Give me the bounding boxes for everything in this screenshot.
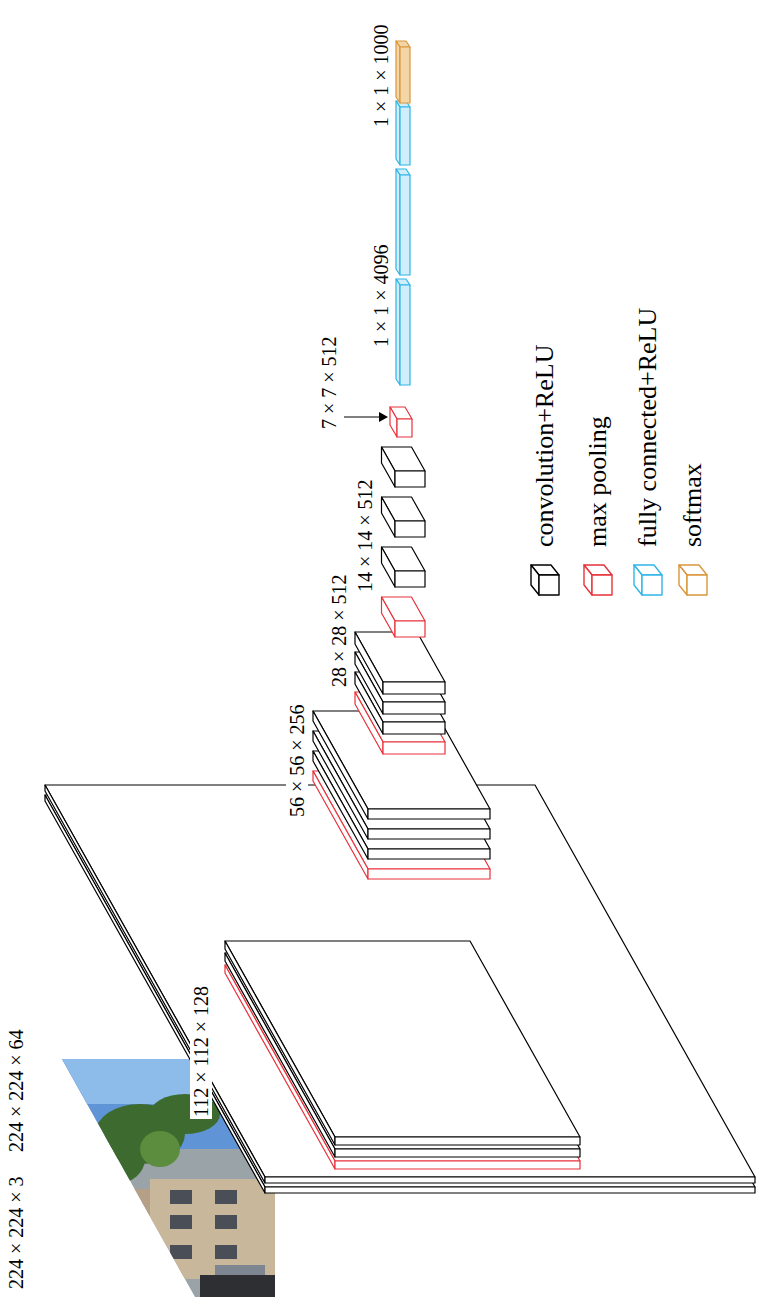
dimension-label: 112 × 112 × 128 (190, 984, 212, 1119)
block-face (395, 621, 425, 637)
photo-tree (85, 1134, 145, 1184)
photo-building (150, 1179, 280, 1279)
block-face (368, 809, 490, 819)
legend-text: fully connected+ReLU (633, 308, 663, 547)
legend-text: max pooling (583, 416, 613, 547)
fc-block (396, 279, 410, 385)
block-face (335, 1149, 580, 1157)
block-face (368, 849, 490, 859)
block-face (400, 175, 410, 275)
photo-window (170, 1245, 192, 1259)
swatch-face (531, 565, 539, 595)
dimension-label: 7 × 7 × 512 (318, 334, 340, 431)
block-face (383, 722, 445, 734)
swatch-face (592, 575, 612, 595)
fc-block (396, 169, 410, 275)
conv-block (382, 547, 426, 587)
block-face (395, 521, 425, 537)
photo-window (80, 1199, 96, 1209)
legend-swatch (675, 559, 711, 599)
conv-block (382, 497, 426, 537)
swatch-face (634, 565, 642, 595)
block-face (225, 941, 335, 1145)
photo-building (60, 1189, 150, 1239)
block-face (368, 829, 490, 839)
arrow-head (379, 412, 388, 422)
legend-text: convolution+ReLU (530, 345, 560, 547)
legend-row: convolution+ReLU (527, 345, 563, 599)
block-face (335, 1137, 580, 1145)
legend-row: fully connected+ReLU (630, 308, 666, 599)
softmax-block (396, 41, 410, 103)
legend-row: softmax (675, 463, 711, 599)
dimension-label: 1 × 1 × 1000 (370, 22, 392, 129)
photo-window (170, 1190, 192, 1204)
conv-block (225, 941, 580, 1145)
block-face (400, 47, 410, 103)
pool-block (382, 597, 426, 637)
legend-text: softmax (678, 463, 708, 547)
swatch-face (679, 565, 687, 595)
block-face (368, 869, 490, 879)
block-face (397, 419, 412, 437)
block-face (390, 407, 397, 437)
block-face (382, 497, 396, 537)
dimension-label: 224 × 224 × 64 (5, 1027, 27, 1154)
pool-block (390, 407, 412, 437)
block-face (313, 711, 368, 819)
photo-window (80, 1217, 96, 1227)
block-face (335, 1161, 580, 1169)
block-face (383, 742, 445, 754)
leader-arrow (344, 416, 380, 417)
conv-block (355, 632, 445, 694)
swatch-face (584, 565, 592, 595)
photo-car (215, 1265, 265, 1275)
photo-tree (140, 1131, 180, 1167)
dimension-label: 28 × 28 × 512 (328, 572, 350, 689)
legend-swatch (580, 559, 616, 599)
dimension-label: 224 × 224 × 3 (5, 1174, 27, 1291)
block-face (355, 632, 383, 694)
legend-swatch (630, 559, 666, 599)
dimension-label: 56 × 56 × 256 (286, 702, 308, 819)
dimension-label: 14 × 14 × 512 (354, 477, 376, 594)
block-face (400, 107, 410, 165)
block-face (395, 471, 425, 487)
block-face (400, 285, 410, 385)
conv-block (382, 447, 426, 487)
conv-block (313, 711, 490, 819)
block-face (383, 682, 445, 694)
legend-row: max pooling (580, 416, 616, 599)
photo-car (200, 1275, 275, 1297)
block-face (265, 1177, 755, 1183)
block-face (265, 1187, 755, 1193)
block-face (383, 702, 445, 714)
layer-blocks (45, 41, 755, 1193)
swatch-face (687, 575, 707, 595)
photo-window (215, 1215, 237, 1229)
block-face (395, 571, 425, 587)
dimension-label: 1 × 1 × 4096 (370, 242, 392, 349)
block-face (382, 447, 396, 487)
swatch-face (539, 575, 559, 595)
photo-window (170, 1215, 192, 1229)
fc-block (396, 101, 410, 165)
photo-window (215, 1190, 237, 1204)
legend-swatch (527, 559, 563, 599)
block-face (382, 547, 396, 587)
block-face (382, 597, 396, 637)
swatch-face (642, 575, 662, 595)
photo-window (215, 1245, 237, 1259)
